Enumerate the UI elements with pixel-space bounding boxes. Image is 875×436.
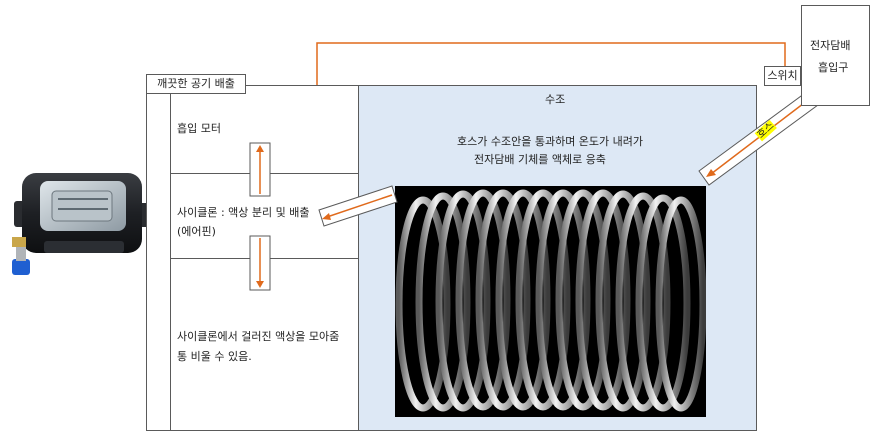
tank-title: 수조 [545, 93, 566, 106]
cyclone-label-2: (에어핀) [177, 225, 216, 238]
divider-line [170, 85, 171, 431]
ecig-inlet-box: 전자담배 흡입구 [801, 5, 870, 106]
switch-box: 스위치 [764, 66, 801, 86]
device-image [12, 173, 152, 275]
collector-label-1: 사이클론에서 걸러진 액상을 모아줌 [177, 330, 340, 343]
cyclone-label-1: 사이클론 : 액상 분리 및 배출 [177, 206, 310, 219]
coil-illustration [395, 189, 706, 412]
clean-air-exhaust-label: 깨끗한 공기 배출 [146, 74, 246, 94]
collector-label-2: 통 비울 수 있음. [177, 350, 252, 363]
drain-flow-arrow [249, 235, 271, 291]
clean-air-exhaust-text: 깨끗한 공기 배출 [157, 77, 235, 90]
tank-description-line-2: 전자담배 기체를 액체로 응축 [474, 153, 606, 166]
suction-motor-label: 흡입 모터 [177, 122, 221, 135]
motor-flow-arrow [249, 142, 271, 197]
tank-description-line-1: 호스가 수조안을 통과하며 온도가 내려가 [457, 135, 644, 148]
hose-outlet-pipe [318, 185, 398, 227]
ecig-inlet-label-1: 전자담배 [810, 39, 851, 52]
ecig-inlet-label-2: 흡입구 [818, 61, 849, 74]
switch-label: 스위치 [767, 69, 798, 82]
cooling-coil-image [395, 186, 706, 417]
